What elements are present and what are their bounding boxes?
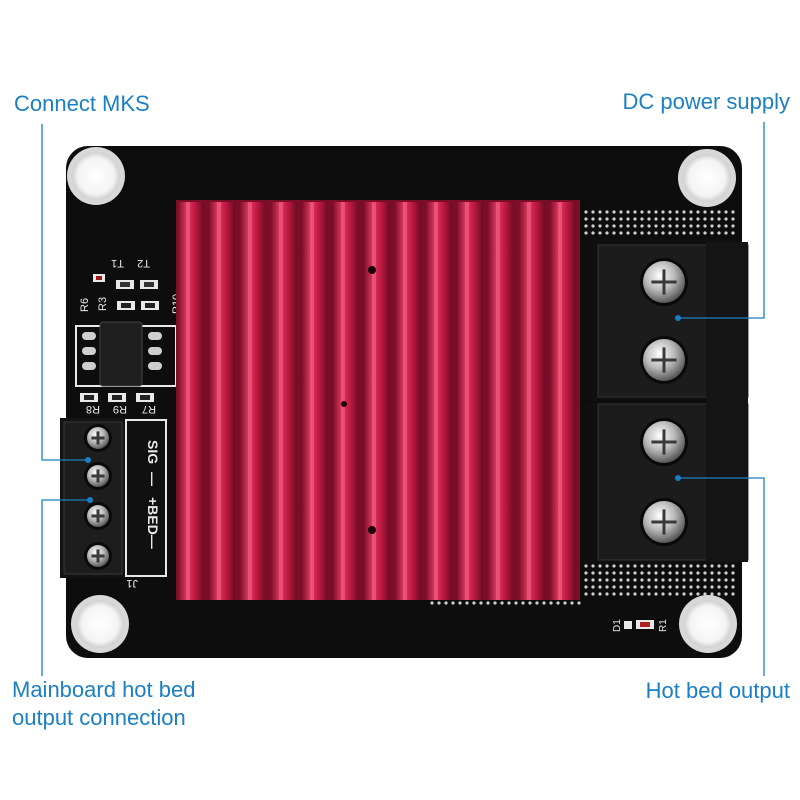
leader-mainboard xyxy=(41,499,90,676)
silk-r9: R9 xyxy=(113,403,127,415)
mounting-hole-bottom-right xyxy=(679,595,737,653)
callout-hot-bed-output: Hot bed output xyxy=(645,678,790,703)
callout-connect-mks: Connect MKS xyxy=(14,91,150,116)
mounting-hole-bottom-left xyxy=(71,595,129,653)
leader-hot-bed-output xyxy=(678,477,765,676)
pcb-silkscreen: T1 T2 R3 R6 R10 R8 R9 R7 D1 R1 xyxy=(79,257,669,632)
heatsink-fin xyxy=(426,202,452,600)
heatsink-fin xyxy=(488,202,514,600)
silk-sig: SIG xyxy=(145,440,161,464)
callout-mainboard-hot-bed: Mainboard hot bed output connection xyxy=(12,676,195,732)
driver-ic-chip xyxy=(75,321,177,387)
heatsink-fin xyxy=(178,202,204,600)
leader-connect-mks xyxy=(41,124,88,461)
silk-bed: +BED— xyxy=(145,497,161,549)
heatsink-fin xyxy=(395,202,421,600)
callout-mainboard-line-2: output connection xyxy=(12,705,186,730)
aluminum-heatsink xyxy=(176,200,580,600)
silk-r8: R8 xyxy=(86,403,100,415)
silk-t2: T2 xyxy=(137,257,150,269)
heatsink-fin xyxy=(271,202,297,600)
heatsink-fin xyxy=(209,202,235,600)
silk-j1: J1 xyxy=(126,577,138,589)
terminal-screw-icon xyxy=(84,424,112,452)
heatsink-fin xyxy=(302,202,328,600)
silk-r3: R3 xyxy=(97,297,109,311)
terminal-screw-icon xyxy=(84,542,112,570)
callout-leaders xyxy=(41,122,765,676)
mounting-hole-top-right xyxy=(678,149,736,207)
leader-dc-power xyxy=(678,122,765,319)
terminal-screw-icon xyxy=(640,418,688,466)
silk-r1: R1 xyxy=(658,619,669,632)
callout-mainboard-line-1: Mainboard hot bed xyxy=(12,677,196,702)
signal-input-terminal-block: SIG — +BED— J1 xyxy=(60,418,167,589)
terminal-screw-icon xyxy=(640,336,688,384)
silk-t1: T1 xyxy=(111,257,124,269)
mounting-hole-top-left xyxy=(67,147,125,205)
heatsink-fin xyxy=(240,202,266,600)
heatsink-fin xyxy=(333,202,359,600)
terminal-screw-icon xyxy=(84,502,112,530)
silk-r7: R7 xyxy=(142,403,156,415)
heatsink-fin xyxy=(519,202,545,600)
power-terminal-block xyxy=(582,240,749,564)
callout-dc-power-supply: DC power supply xyxy=(622,89,790,114)
silk-r6: R6 xyxy=(79,298,91,312)
heatsink-fin xyxy=(457,202,483,600)
heatsink-fin xyxy=(550,202,576,600)
pcb-pad-grid xyxy=(430,210,735,605)
terminal-screw-icon xyxy=(84,462,112,490)
terminal-screw-icon xyxy=(640,258,688,306)
silk-d1: D1 xyxy=(612,619,623,632)
terminal-screw-icon xyxy=(640,498,688,546)
silk-minus: — xyxy=(145,472,161,486)
heatsink-fin xyxy=(364,202,390,600)
smd-components xyxy=(80,274,654,629)
